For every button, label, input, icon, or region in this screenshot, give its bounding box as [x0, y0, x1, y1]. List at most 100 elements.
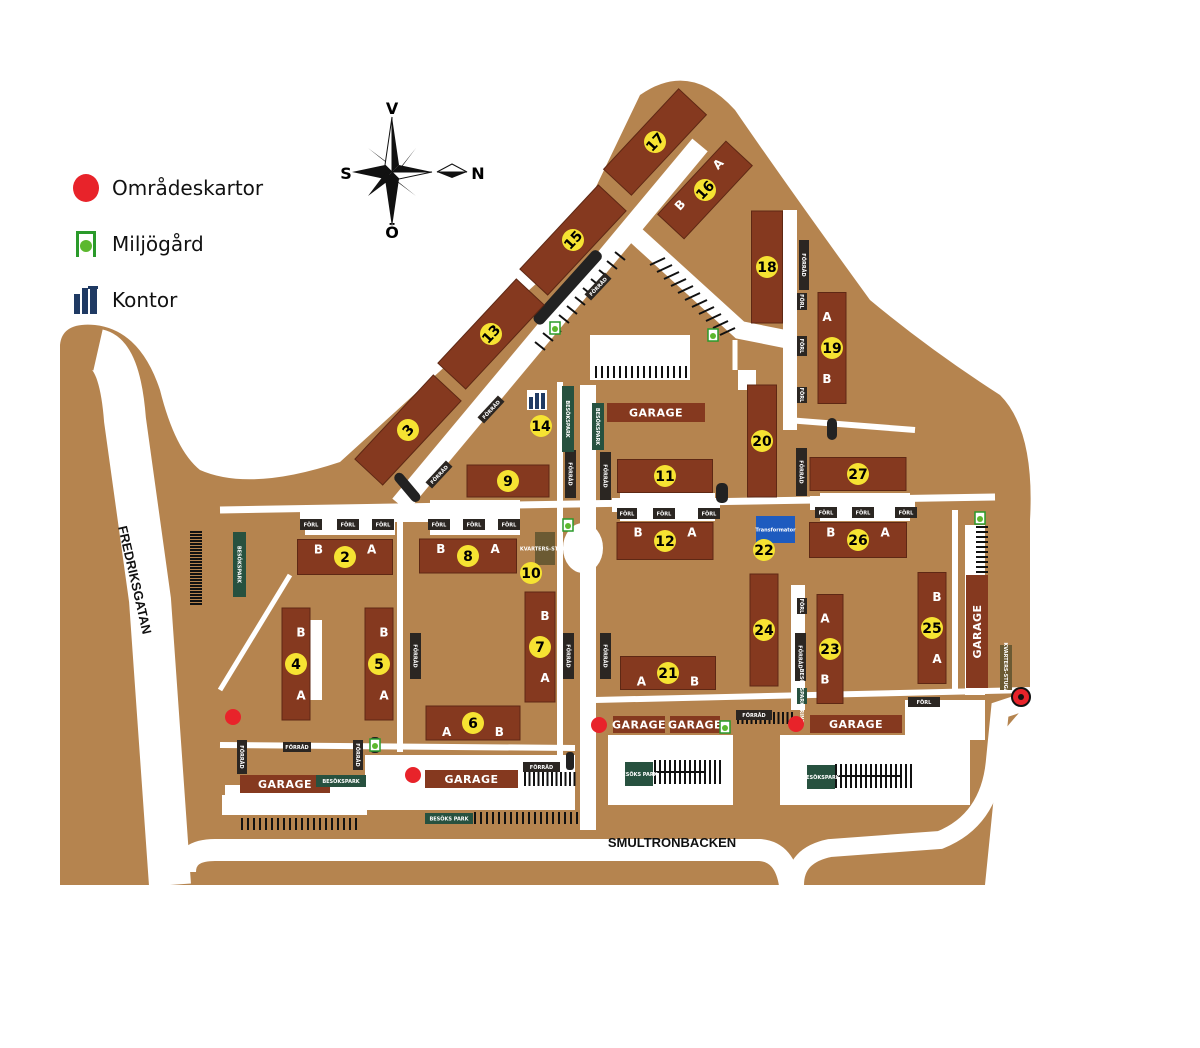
entrance-label: A — [379, 688, 389, 702]
building-number-badge — [654, 465, 676, 487]
storage-label: FÖRRÅD — [799, 240, 809, 290]
right-ring-road — [786, 691, 1033, 886]
visitor-label: BESÖKSPARK — [802, 765, 841, 789]
storage-label: FÖRRÅD — [410, 633, 421, 679]
storage-text: FÖRRÅD — [797, 645, 804, 668]
building-number-badge — [847, 529, 869, 551]
area-map-marker[interactable] — [788, 716, 804, 732]
miljogard-marker[interactable] — [719, 720, 731, 734]
visitor-text: BESÖKSPARK — [322, 778, 360, 785]
clubhouse-text: KVARTERS-STUGA — [1002, 642, 1008, 692]
building-9[interactable]: 9 — [466, 464, 550, 498]
marker-number: 10 — [521, 566, 541, 582]
building-27[interactable]: 27 — [809, 457, 907, 491]
visitor-text: BESÖKSPARKERING — [798, 669, 805, 724]
building-number-badge — [368, 653, 390, 675]
marker-14[interactable]: 14 — [530, 415, 552, 437]
entrance-label: B — [495, 725, 504, 739]
miljogard-markers — [369, 321, 986, 752]
area-map-markers — [225, 687, 1031, 783]
storage-label: FÖRRÅD — [237, 740, 247, 774]
building-number-badge — [753, 619, 775, 641]
building-number-badge — [657, 662, 679, 684]
building-3[interactable]: 3 — [354, 374, 462, 486]
building-number-badge — [562, 229, 584, 251]
visitor-text: BESÖKS PARK — [429, 816, 469, 823]
storage-label: FÖRRÅD — [600, 633, 611, 679]
miljogard-marker[interactable] — [549, 321, 561, 335]
building-18[interactable]: 18 — [751, 210, 783, 324]
garage-label: GARAGE — [612, 716, 666, 733]
clubhouse-label: KVARTERS-STUGA — [1000, 642, 1012, 693]
entrance-label: A — [296, 688, 306, 702]
building-number: 9 — [503, 474, 513, 490]
visitor-label: BESÖKS PARK — [425, 813, 473, 824]
area-map-marker[interactable] — [225, 709, 241, 725]
building-11[interactable]: 11 — [617, 459, 713, 493]
storage-text: FÖRL — [798, 339, 805, 355]
compass-o: Ö — [385, 223, 399, 242]
clubhouse-text: KVARTERS-STUGA — [520, 547, 570, 553]
area-map-marker[interactable] — [591, 717, 607, 733]
marker-22[interactable]: 22 — [753, 539, 775, 561]
visitor-text: BESÖKSPARK — [802, 774, 840, 781]
building-number: 12 — [655, 534, 674, 550]
legend-item-kontor: Kontor — [72, 272, 263, 328]
clubhouse-label: KVARTERS-STUGA — [520, 532, 570, 565]
legend-item-omradeskartor: Områdeskartor — [72, 160, 263, 216]
storage-label: FÖRL — [797, 387, 807, 403]
visitor-text: BESÖKSPARK — [564, 400, 571, 438]
storage-text: FÖRL — [502, 522, 518, 529]
building-13[interactable]: 13 — [437, 278, 545, 390]
building-number-badge — [397, 419, 419, 441]
legend-label: Kontor — [112, 288, 178, 312]
garage-label: GARAGE — [425, 770, 518, 788]
area-map-marker[interactable] — [405, 767, 421, 783]
marker-10[interactable]: 10 — [520, 562, 542, 584]
storage-text: FÖRRÅD — [602, 644, 609, 667]
storage-text: FÖRRÅD — [742, 712, 765, 719]
entrance-label: B — [690, 675, 699, 689]
building-15[interactable]: 15 — [519, 184, 627, 296]
office-icon[interactable] — [527, 390, 547, 410]
building-number: 4 — [291, 657, 301, 673]
storage-text: FÖRL — [798, 599, 805, 615]
building-number-badge — [457, 545, 479, 567]
visitor-text: BESÖKS PARK. — [619, 771, 660, 778]
smultronbacken-road — [174, 839, 801, 888]
building-number-badge — [334, 546, 356, 568]
transformer-label: Transformator — [755, 516, 796, 543]
building-7[interactable]: 7BA — [524, 591, 556, 703]
building-number-badge — [821, 337, 843, 359]
building-number-badge — [921, 617, 943, 639]
visitor-label: BESÖKSPARK — [233, 532, 246, 597]
storage-text: FÖRL — [467, 522, 483, 529]
miljogard-marker[interactable] — [707, 328, 719, 342]
building-20[interactable]: 20 — [747, 384, 777, 498]
building-number-badge — [756, 256, 778, 278]
compass-rose: V Ö S N — [340, 99, 484, 242]
building-24[interactable]: 24 — [749, 573, 779, 687]
storage-text: FÖRRÅD — [238, 745, 245, 768]
storage-text: FÖRRÅD — [285, 744, 308, 751]
building-5[interactable]: 5BA — [364, 607, 394, 721]
miljogard-marker[interactable] — [974, 511, 986, 525]
building-shape — [425, 705, 521, 741]
garage-text: GARAGE — [444, 773, 498, 786]
building-17[interactable]: 17 — [602, 88, 708, 196]
miljogard-marker[interactable] — [562, 518, 574, 532]
storage-label: FÖRL — [617, 508, 637, 519]
miljogard-marker[interactable] — [369, 738, 381, 752]
building-4[interactable]: 4BA — [281, 607, 311, 721]
